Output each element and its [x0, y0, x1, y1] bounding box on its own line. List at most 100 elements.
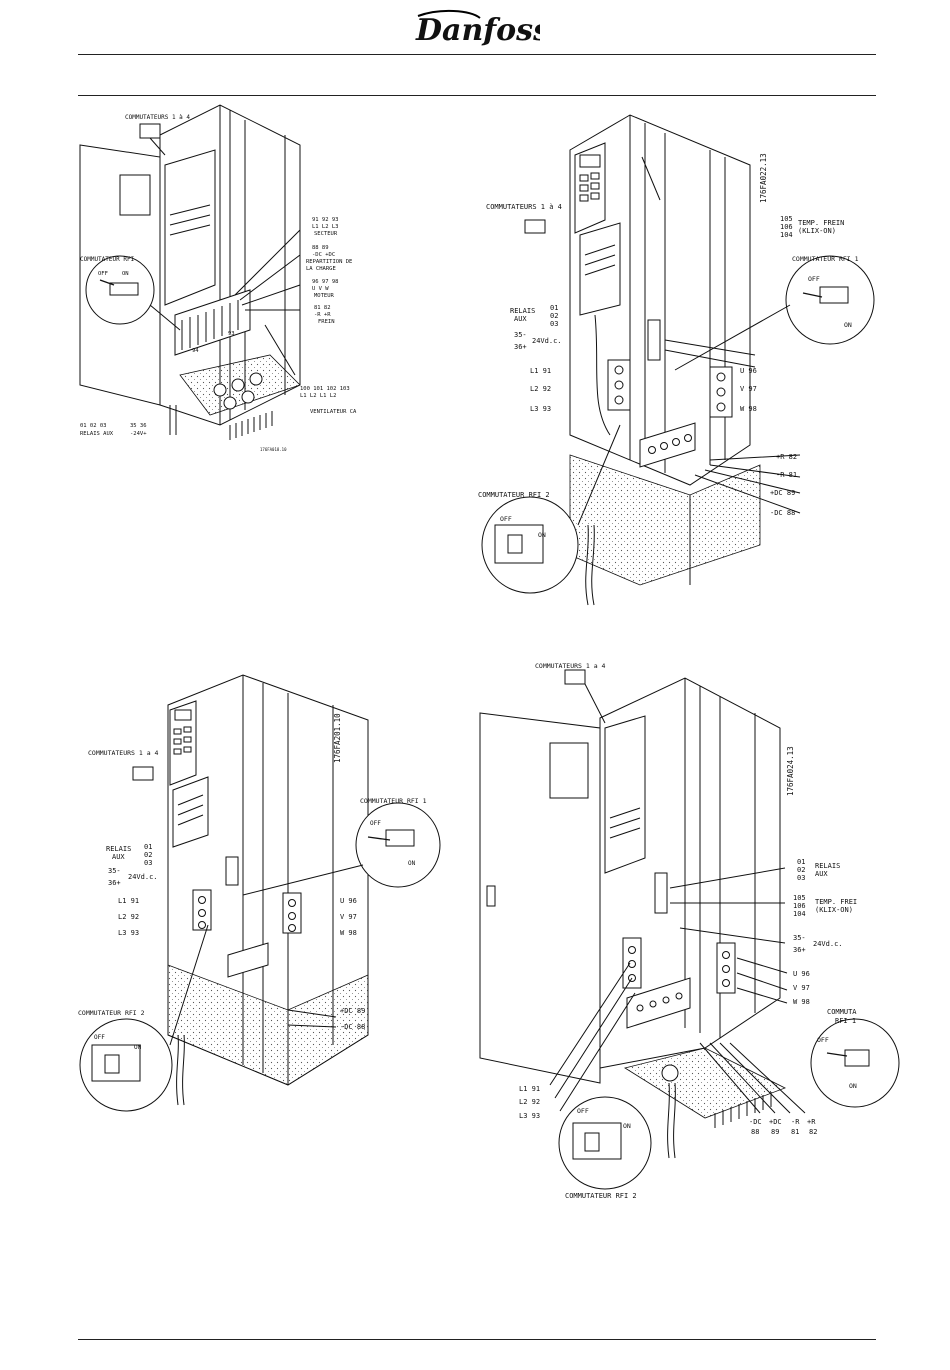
label-secteur-codes: L1 L2 L3 — [312, 224, 339, 230]
label-v24: 24Vd.c. — [532, 337, 562, 345]
label-r81: -R 81 — [776, 471, 797, 479]
label-off-1: OFF — [808, 275, 820, 283]
label-on-2: ON — [134, 1044, 142, 1051]
label-frein: FREIN — [318, 319, 335, 325]
label-l2: L2 92 — [519, 1098, 540, 1106]
label-vent-nums: 100 101 102 103 — [300, 386, 350, 392]
label-t36: 36+ — [514, 343, 527, 351]
label-frein-codes: -R +R — [314, 312, 331, 318]
label-commutateurs: COMMUTATEURS 1 a 4 — [88, 749, 159, 757]
label-temp-frein: TEMP. FREI — [815, 898, 857, 906]
label-moteur: MOTEUR — [314, 293, 335, 299]
label-w: W 98 — [740, 405, 757, 413]
label-t105: 105 — [780, 215, 793, 223]
label-dc88: -DC 88 — [340, 1023, 365, 1031]
dip-switch-icon — [139, 123, 161, 139]
label-r01: 01 — [144, 843, 152, 851]
label-dcp: +DC — [769, 1118, 782, 1126]
label-v: V 97 — [793, 984, 810, 992]
label-relais2: AUX — [514, 315, 527, 323]
label-on-1: ON — [408, 860, 416, 867]
label-l3: L3 93 — [530, 405, 551, 413]
label-commutateurs: COMMUTATEURS 1 à 4 — [486, 203, 562, 211]
label-r03: 03 — [144, 859, 152, 867]
label-l3: L3 93 — [118, 929, 139, 937]
label-off-2: OFF — [500, 515, 512, 523]
label-dc89: +DC 89 — [340, 1007, 365, 1015]
label-l1: L1 91 — [519, 1085, 540, 1093]
label-t106: 106 — [793, 902, 806, 910]
label-l2: L2 92 — [530, 385, 551, 393]
label-rfi2: COMMUTATEUR RFI 2 — [478, 491, 550, 499]
figure-top-right: 176FA022.13 COMMUTATEURS 1 à 4 105 106 1… — [478, 114, 875, 606]
label-klix: (KLIX-ON) — [798, 227, 836, 235]
figure-id-code: 176FA024.13 — [786, 746, 795, 796]
label-v: V 97 — [740, 385, 757, 393]
label-rm: -R — [791, 1118, 800, 1126]
label-temp-frein: TEMP. FREIN — [798, 219, 844, 227]
label-u: U 96 — [740, 367, 757, 375]
label-t106: 106 — [780, 223, 793, 231]
label-r01: 01 — [550, 304, 558, 312]
label-u: U 96 — [793, 970, 810, 978]
footer-rule — [78, 1339, 876, 1340]
label-on-2: ON — [538, 531, 546, 539]
label-t104: 104 — [793, 910, 806, 918]
label-secteur-nums: 91 92 93 — [312, 217, 339, 223]
label-on-1: ON — [849, 1082, 857, 1090]
cabinet-door — [479, 712, 601, 1084]
header-rule-bottom — [78, 95, 876, 96]
label-on-2: ON — [623, 1122, 631, 1130]
control-panel — [604, 715, 646, 874]
label-l2: L2 92 — [118, 913, 139, 921]
label-r03: 03 — [797, 874, 805, 882]
label-l3: L3 93 — [519, 1112, 540, 1120]
label-relais: RELAIS AUX — [80, 431, 114, 437]
label-secteur: SECTEUR — [314, 231, 338, 237]
label-t36: 36+ — [793, 946, 806, 954]
label-n81: 81 — [791, 1128, 799, 1136]
figure-id-code: 176FA022.13 — [759, 153, 768, 203]
label-off: OFF — [98, 271, 108, 277]
label-rfi1: COMMUTATEUR RFI 1 — [360, 797, 427, 805]
label-vent-codes: L1 L2 L1 L2 — [300, 393, 336, 399]
label-relais1: RELAIS — [510, 307, 535, 315]
label-moteur-nums: 96 97 98 — [312, 279, 339, 285]
label-dcm: -DC — [749, 1118, 762, 1126]
label-t36: 36+ — [108, 879, 121, 887]
label-relais-nums: 01 02 03 — [80, 423, 107, 429]
label-rfi1b: RFI 1 — [835, 1017, 856, 1025]
label-v: V 97 — [340, 913, 357, 921]
label-t104: 104 — [780, 231, 793, 239]
label-off-2: OFF — [577, 1107, 589, 1115]
figure-top-left: COMMUTATEURS 1 à 4 COMMUTATEUR RFI OFF O… — [79, 104, 357, 452]
label-l1: L1 91 — [118, 897, 139, 905]
dip-switch-icon — [524, 219, 546, 234]
figure-id-code: 176FA201.10 — [333, 713, 342, 763]
label-v24: -24V+ — [130, 431, 147, 437]
label-w: W 98 — [340, 929, 357, 937]
label-off-2: OFF — [94, 1034, 105, 1041]
figure-bottom-left: 176FA201.10 COMMUTATEURS 1 a 4 COMMUTATE… — [78, 674, 441, 1112]
terminal-block — [174, 289, 251, 356]
label-n82: 82 — [809, 1128, 817, 1136]
dip-switch-icon — [564, 669, 586, 685]
label-r03: 03 — [550, 320, 558, 328]
label-t105: 105 — [793, 894, 806, 902]
dip-switch-icon — [132, 766, 154, 781]
label-moteur-codes: U V W — [312, 286, 329, 292]
label-charge-nums: 88 89 — [312, 245, 329, 251]
label-dc88: -DC 88 — [770, 509, 795, 517]
label-t94: 94 — [192, 348, 199, 354]
logo-text: Danfoss — [415, 13, 540, 48]
label-off-1: OFF — [370, 820, 381, 827]
header-rule-top — [78, 54, 876, 55]
label-relais1: RELAIS — [106, 845, 131, 853]
label-r02: 02 — [144, 851, 152, 859]
label-on-1: ON — [844, 321, 852, 329]
label-t93: 93 — [228, 331, 235, 337]
label-commutateurs: COMMUTATEURS 1 a 4 — [535, 662, 606, 670]
label-relais2: AUX — [112, 853, 125, 861]
label-n88: 88 — [751, 1128, 759, 1136]
label-vent: VENTILATEUR CA — [310, 409, 357, 415]
